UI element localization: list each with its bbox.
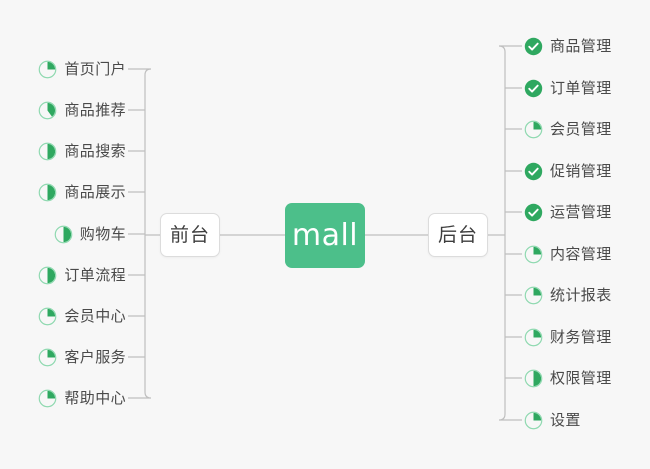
branch-spine-right	[498, 45, 522, 421]
leaf-node-right[interactable]: 权限管理	[524, 365, 612, 391]
pie-progress-icon	[39, 389, 57, 407]
pie-progress-icon	[524, 120, 543, 138]
pie-progress-icon	[39, 60, 57, 78]
check-circle-icon	[524, 37, 543, 55]
leaf-node-right[interactable]: 内容管理	[524, 241, 612, 267]
leaf-node-label: 商品推荐	[64, 100, 126, 119]
pie-progress-icon	[524, 245, 543, 263]
leaf-node-left[interactable]: 商品搜索	[38, 138, 126, 164]
leaf-node-label: 设置	[550, 410, 581, 429]
leaf-node-label: 客户服务	[64, 347, 126, 366]
leaf-node-label: 会员管理	[550, 119, 612, 138]
leaf-node-right[interactable]: 商品管理	[524, 33, 612, 59]
pie-progress-icon	[39, 183, 57, 201]
leaf-node-label: 运营管理	[550, 202, 612, 221]
leaf-node-left[interactable]: 购物车	[54, 221, 126, 247]
leaf-node-label: 财务管理	[550, 327, 612, 346]
leaf-node-label: 统计报表	[550, 285, 612, 304]
leaf-node-right[interactable]: 订单管理	[524, 75, 612, 101]
leaf-node-label: 订单流程	[64, 265, 126, 284]
leaf-node-label: 商品搜索	[64, 141, 126, 160]
pie-progress-icon	[39, 266, 57, 284]
leaf-node-left[interactable]: 帮助中心	[38, 385, 126, 411]
pie-progress-icon	[39, 348, 57, 366]
leaf-node-label: 商品管理	[550, 36, 612, 55]
leaf-node-left[interactable]: 客户服务	[38, 344, 126, 370]
leaf-node-left[interactable]: 订单流程	[38, 262, 126, 288]
leaf-node-right[interactable]: 会员管理	[524, 116, 612, 142]
check-circle-icon	[524, 203, 543, 221]
leaf-node-right[interactable]: 财务管理	[524, 324, 612, 350]
leaf-node-label: 首页门户	[64, 59, 126, 78]
leaf-node-left[interactable]: 首页门户	[38, 56, 126, 82]
branch-node-frontend-label: 前台	[169, 223, 210, 246]
check-circle-icon	[524, 162, 543, 180]
pie-progress-icon	[39, 142, 57, 160]
leaf-node-right[interactable]: 运营管理	[524, 199, 612, 225]
branch-node-backend[interactable]: 后台	[428, 213, 488, 257]
branch-node-backend-label: 后台	[437, 223, 478, 246]
leaf-node-label: 帮助中心	[64, 388, 126, 407]
leaf-node-left[interactable]: 会员中心	[38, 303, 126, 329]
leaf-node-right[interactable]: 促销管理	[524, 158, 612, 184]
root-node-mall[interactable]: mall	[285, 203, 365, 268]
pie-progress-icon	[524, 411, 543, 429]
branch-node-frontend[interactable]: 前台	[160, 213, 220, 257]
leaf-node-label: 会员中心	[64, 306, 126, 325]
leaf-node-label: 内容管理	[550, 244, 612, 263]
pie-progress-icon	[524, 328, 543, 346]
pie-progress-icon	[39, 101, 57, 119]
leaf-node-label: 购物车	[79, 224, 126, 243]
check-circle-icon	[524, 79, 543, 97]
leaf-node-label: 订单管理	[550, 78, 612, 97]
pie-progress-icon	[54, 225, 73, 243]
leaf-node-right[interactable]: 设置	[524, 407, 581, 433]
pie-progress-icon	[524, 369, 543, 387]
pie-progress-icon	[524, 286, 543, 304]
pie-progress-icon	[39, 307, 57, 325]
leaf-node-left[interactable]: 商品展示	[38, 179, 126, 205]
root-node-label: mall	[291, 217, 359, 253]
leaf-node-label: 商品展示	[64, 182, 126, 201]
leaf-node-left[interactable]: 商品推荐	[38, 97, 126, 123]
leaf-node-label: 促销管理	[550, 161, 612, 180]
leaf-node-label: 权限管理	[550, 368, 612, 387]
leaf-node-right[interactable]: 统计报表	[524, 282, 612, 308]
